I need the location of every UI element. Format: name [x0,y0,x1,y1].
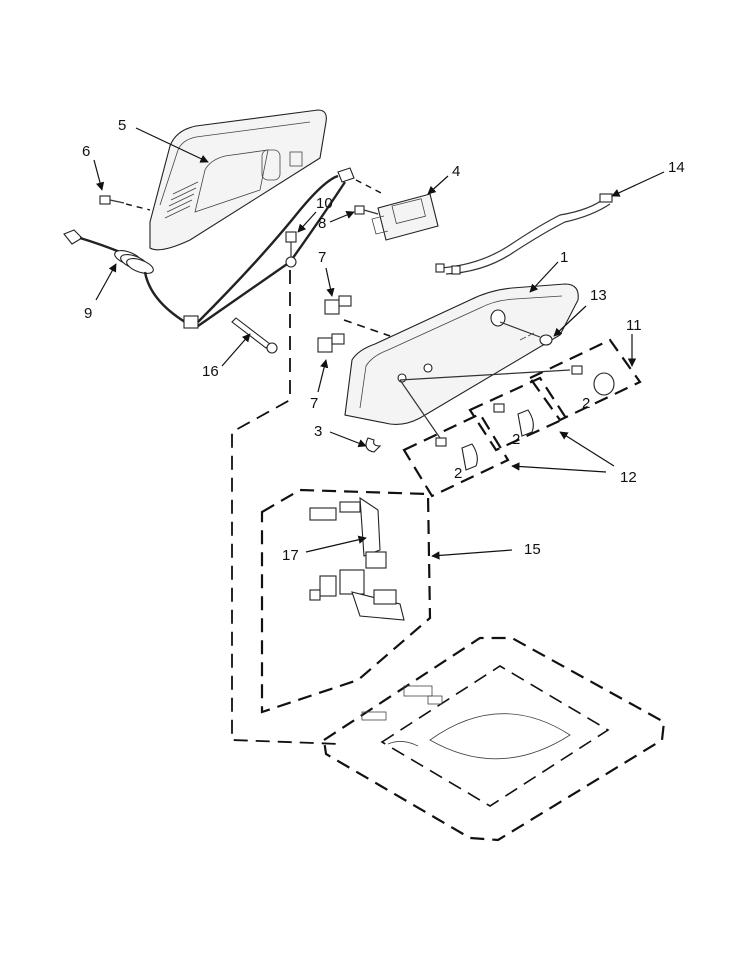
switch-part-lower [317,333,345,353]
knob-assembly-12-left [399,379,510,498]
callout-1: 1 [560,249,568,266]
callout-7: 7 [318,249,326,266]
callout-leaders [93,127,665,560]
callout-16: 16 [202,363,219,380]
rear-panel-part [149,109,327,251]
callout-9: 9 [84,305,92,322]
knob-assembly-12-right [468,376,568,452]
callout-8: 8 [318,215,326,232]
callout-6: 6 [82,143,90,160]
ground-screw-part-10 [285,231,297,268]
callout-17: 17 [282,547,299,564]
callout-12: 12 [620,469,637,486]
callout-11: 11 [626,317,642,334]
callout-4: 4 [452,163,460,180]
callout-10: 10 [316,195,333,212]
switch-part-upper [324,295,352,315]
callout-2: 2 [582,395,590,412]
control-board-part [371,193,439,241]
callout-15: 15 [524,541,541,558]
callout-3: 3 [314,423,322,440]
cable-tie-part [231,317,278,354]
callout-2: 2 [512,431,520,448]
water-valve-assembly-15 [260,488,432,714]
bushing-part [499,321,553,346]
screw-part-6 [99,195,151,211]
clip-part [365,437,382,453]
control-console-part [344,283,579,425]
callout-7: 7 [310,395,318,412]
callout-13: 13 [590,287,607,304]
callout-labels: 1 2 2 2 2 3 4 5 6 7 7 8 9 10 11 12 13 14… [82,117,685,564]
washer-top-frame [322,636,666,842]
power-cord-part [63,229,199,329]
callout-14: 14 [668,159,685,176]
callout-2: 2 [454,465,462,482]
screw-part-8 [354,205,379,215]
wire-harness-part-14 [435,193,613,275]
callout-5: 5 [118,117,126,134]
knob-assembly-11 [399,338,642,422]
